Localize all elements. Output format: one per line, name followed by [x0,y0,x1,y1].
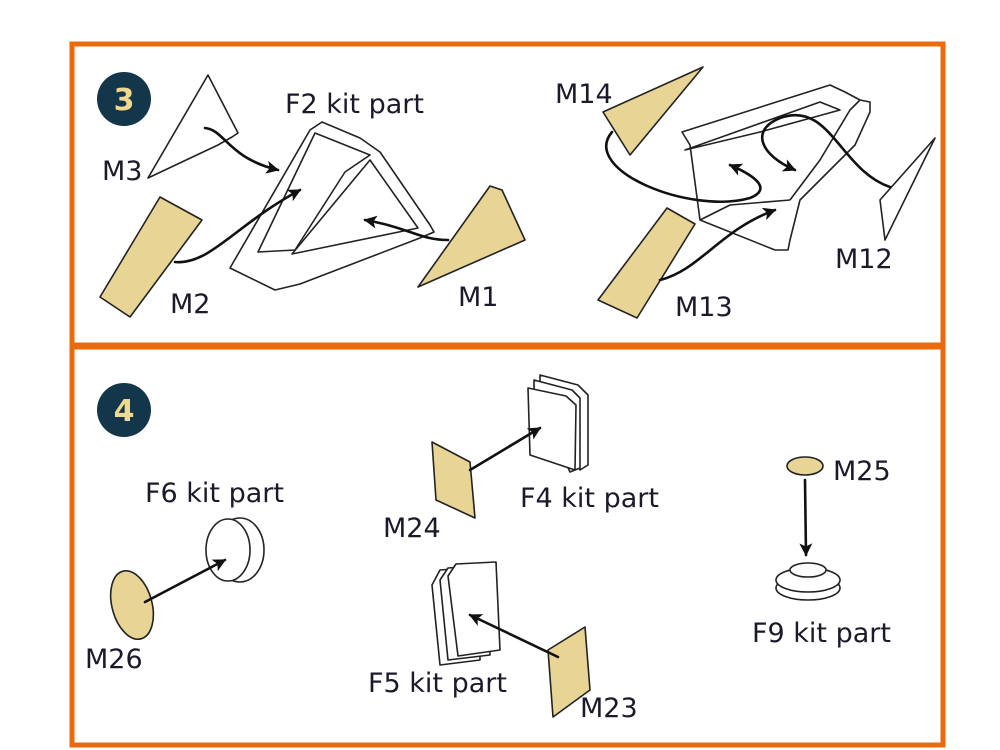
arrow-m2-to-f2 [173,188,302,264]
step-4-frame [69,344,946,748]
part-m12 [879,137,936,241]
label-f9: F9 kit part [752,618,891,649]
part-f2 [229,121,435,291]
part-m23 [547,626,591,718]
label-f4: F4 kit part [520,483,659,514]
label-f2: F2 kit part [285,89,424,120]
label-m26: M26 [85,644,143,675]
arrow-m12-to-fin [760,113,892,189]
step-4: 4 F6 kit part M26 F4 kit part M24 F5 kit… [85,374,891,724]
arrow-m25-to-f9 [799,478,813,557]
arrow-m14-to-fin [605,130,762,203]
label-m3: M3 [102,156,142,187]
step-3-badge: 3 [97,72,151,126]
label-m24: M24 [383,513,441,544]
label-m12: M12 [835,244,893,275]
arrow-m3-to-f2 [203,126,280,174]
label-m23: M23 [580,693,638,724]
part-f5 [431,561,501,666]
part-m1 [417,185,526,288]
part-f4 [527,374,589,473]
label-m14: M14 [555,79,613,110]
label-m25: M25 [833,456,891,487]
part-m2 [99,196,203,318]
svg-text:3: 3 [114,83,135,118]
part-f6 [205,517,265,583]
arrow-m26-to-f6 [143,558,227,604]
step-4-badge: 4 [97,383,151,437]
arrow-m24-to-f4 [468,426,542,472]
label-f5: F5 kit part [368,668,507,699]
arrow-m1-to-f2 [363,215,450,242]
arrow-m13-to-fin [658,207,777,282]
part-m26 [109,569,155,641]
arrow-m23-to-f5 [468,613,560,659]
part-m3 [147,74,239,179]
label-m13: M13 [675,292,733,323]
label-m1: M1 [458,282,498,313]
part-m25 [786,456,824,476]
label-m2: M2 [170,289,210,320]
label-f6: F6 kit part [145,478,284,509]
part-m13 [597,207,696,319]
part-f9 [775,562,841,601]
step-3: 3 M3 M2 F2 kit part M1 M14 M13 [97,66,936,323]
part-m14 [602,66,704,156]
part-fin-assembly [681,84,871,251]
part-m24 [431,441,476,519]
svg-text:4: 4 [114,394,135,429]
